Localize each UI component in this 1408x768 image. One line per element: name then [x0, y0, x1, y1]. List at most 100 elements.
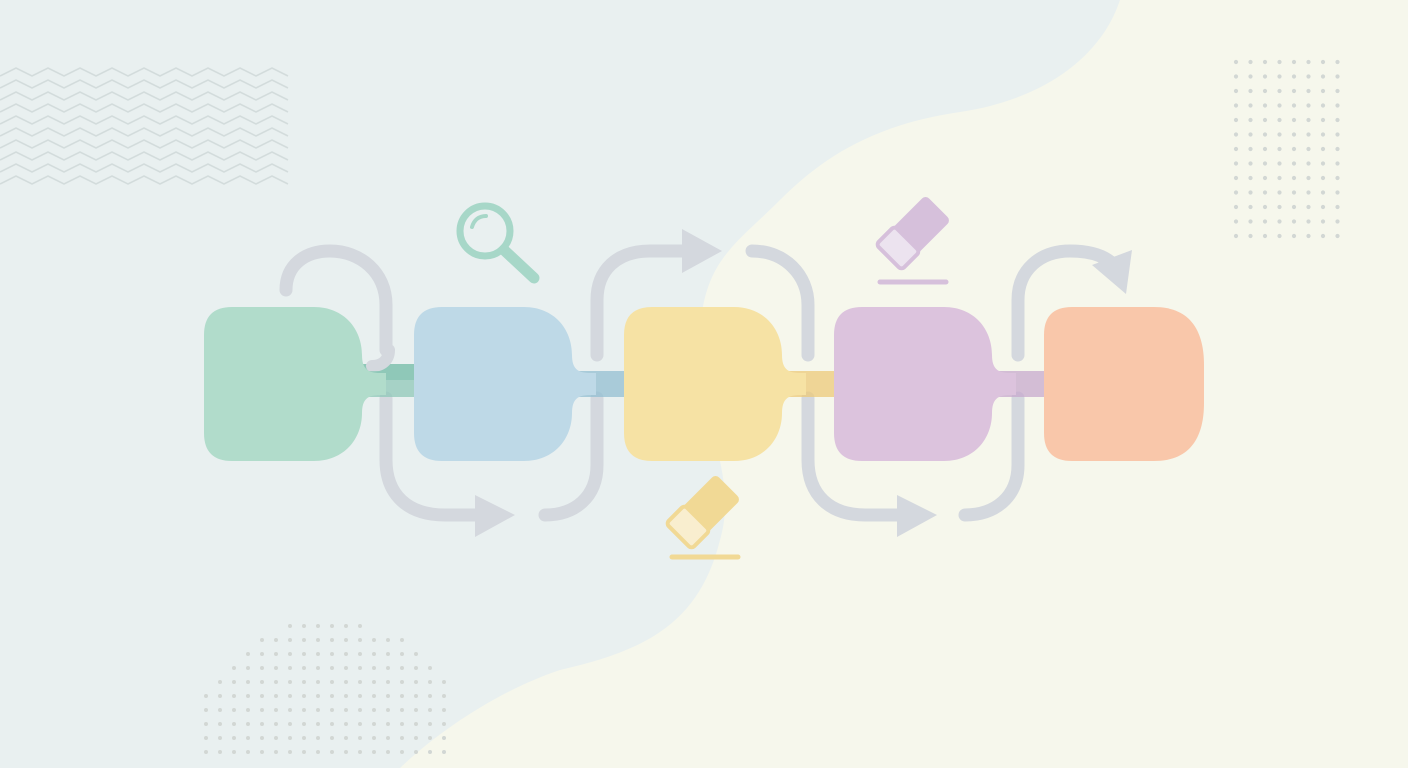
dot [358, 736, 362, 740]
dot [246, 708, 250, 712]
dot [232, 750, 236, 754]
dot [302, 666, 306, 670]
dot [1291, 233, 1297, 239]
step-shape [624, 307, 806, 461]
dot [1335, 175, 1340, 181]
dot [442, 680, 446, 684]
dot [372, 666, 376, 670]
dot [1320, 59, 1326, 65]
dot [1320, 219, 1326, 224]
dot-grid-bottom-left [204, 624, 446, 754]
dot [1291, 88, 1297, 94]
dot [1277, 59, 1282, 65]
dot [232, 680, 236, 684]
dot [1306, 175, 1311, 181]
dot [1306, 219, 1311, 224]
dot [260, 652, 264, 656]
dot [1233, 190, 1239, 195]
dot [1291, 117, 1297, 123]
dot [204, 722, 208, 726]
dot [1320, 103, 1326, 108]
arrow-return-step4-bottom [958, 391, 1025, 522]
dot [232, 736, 236, 740]
dot [1262, 117, 1268, 123]
dot [386, 680, 390, 684]
dot [302, 652, 306, 656]
dot [1335, 132, 1340, 137]
dot [316, 666, 320, 670]
step-shape [1044, 307, 1204, 461]
dot [1277, 204, 1282, 210]
dot [442, 708, 446, 712]
dot [246, 736, 250, 740]
dot [1335, 161, 1340, 166]
dot [1291, 132, 1297, 137]
dot [372, 722, 376, 726]
dot [358, 638, 362, 642]
dot [316, 652, 320, 656]
dot [1262, 190, 1268, 195]
dot [414, 694, 418, 698]
process-steps [204, 307, 1204, 461]
magnifier-icon-lens [456, 202, 514, 260]
dot [1233, 117, 1239, 123]
zigzag-pattern [0, 67, 289, 185]
dot [400, 638, 404, 642]
dot [386, 638, 390, 642]
dot [246, 722, 250, 726]
dot [414, 680, 418, 684]
dot [232, 708, 236, 712]
arrow-return-step2-bottom [538, 391, 604, 522]
dot [288, 680, 292, 684]
zigzag-line [0, 67, 289, 77]
dot [358, 680, 362, 684]
dot [1233, 233, 1239, 239]
dot [1306, 132, 1311, 137]
dot [1248, 132, 1253, 137]
zigzag-line [0, 115, 289, 125]
dot [358, 722, 362, 726]
dot [386, 722, 390, 726]
dot [246, 680, 250, 684]
dot [386, 708, 390, 712]
dot [274, 680, 278, 684]
dot [1277, 190, 1282, 195]
dot [316, 750, 320, 754]
eraser-icon-body [875, 197, 949, 271]
dot [428, 666, 432, 670]
zigzag-line [0, 79, 289, 89]
dot [246, 666, 250, 670]
dot [1306, 74, 1311, 79]
eraser-icon [875, 197, 949, 285]
dot [288, 708, 292, 712]
dot [358, 666, 362, 670]
dot [442, 736, 446, 740]
dot [414, 736, 418, 740]
dot [232, 722, 236, 726]
dot [428, 708, 432, 712]
arrow-step1-bottom [379, 391, 485, 522]
dot [428, 722, 432, 726]
dot [274, 652, 278, 656]
dot [1291, 190, 1297, 195]
dot [1291, 74, 1297, 79]
dot [358, 652, 362, 656]
dot [330, 736, 334, 740]
dot [260, 680, 264, 684]
dot [1262, 219, 1268, 224]
dot [1291, 175, 1297, 181]
dot [344, 750, 348, 754]
dot [260, 694, 264, 698]
dot [302, 736, 306, 740]
dot [1262, 233, 1268, 239]
dot [1277, 175, 1282, 181]
magnifier-icon-handle [498, 244, 540, 284]
dot [316, 736, 320, 740]
dot [344, 624, 348, 628]
process-step [414, 307, 630, 461]
dot [260, 750, 264, 754]
dot [344, 736, 348, 740]
dot [1320, 204, 1326, 210]
eraser-icon [665, 476, 741, 560]
dot [260, 708, 264, 712]
